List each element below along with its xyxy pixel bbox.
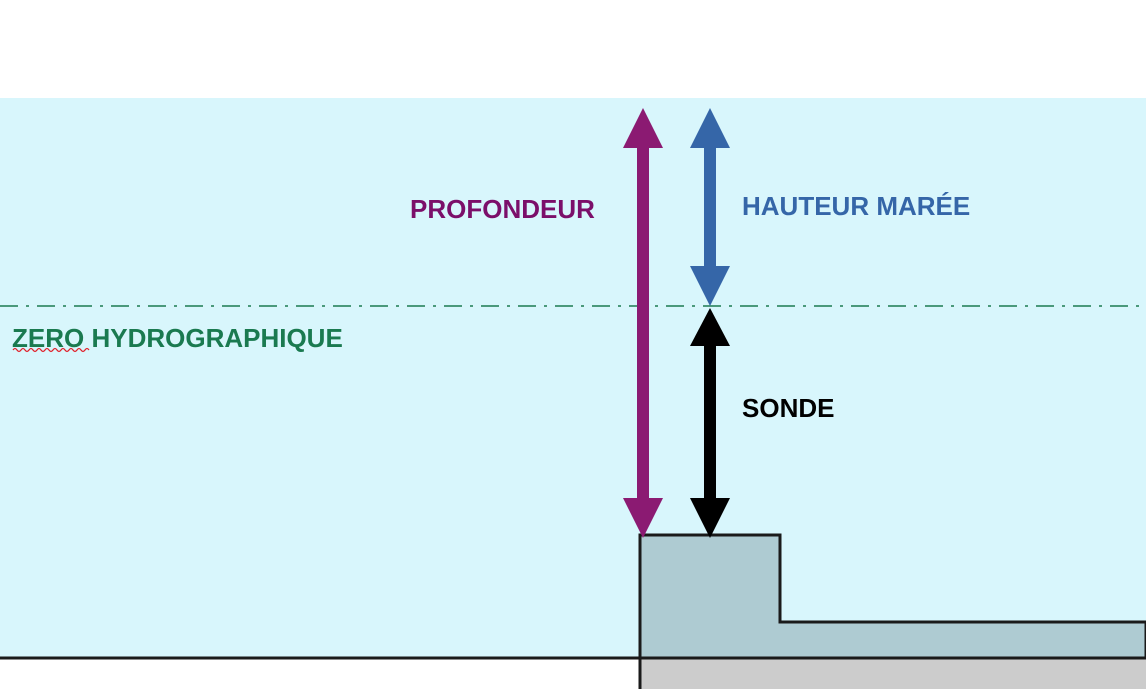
sonde-label: SONDE [742,393,834,423]
ground-area [640,658,1146,689]
spellcheck-underline [12,347,90,353]
profondeur-label: PROFONDEUR [410,194,595,224]
sonde-arrow [690,308,730,538]
seabed-step [638,533,1146,660]
hauteur-maree-arrow [690,108,730,306]
profondeur-arrow [623,108,663,538]
hauteur-maree-label: HAUTEUR MARÉE [742,191,970,221]
zero-hydrographique-label: ZERO HYDROGRAPHIQUE [12,323,343,353]
water-area [0,98,1146,658]
